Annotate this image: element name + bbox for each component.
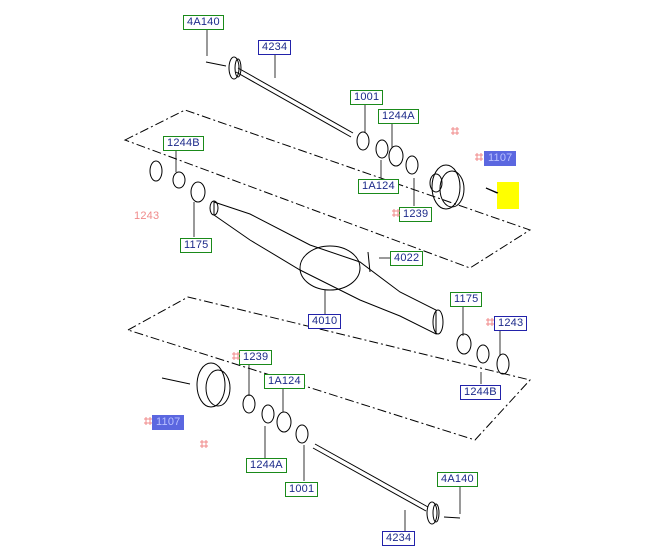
callout-1243-bot[interactable]: 1243 [494,316,528,331]
faint-part-mark-7 [200,440,208,448]
faint-part-mark-5 [232,352,240,360]
top-axle-shaft [205,56,354,138]
callout-1244b-top[interactable]: 1244B [163,136,204,151]
callout-1175-top[interactable]: 1175 [180,238,213,253]
callout-1a124-bot[interactable]: 1A124 [264,374,305,389]
callout-1239-bot[interactable]: 1239 [239,350,273,365]
callout-1239-top[interactable]: 1239 [399,207,433,222]
callout-1107-bot[interactable]: 1107 [152,415,185,430]
callout-4a140-bot[interactable]: 4A140 [437,472,478,487]
callout-1107-top[interactable]: 1107 [484,151,517,166]
callout-4a140-top[interactable]: 4A140 [183,15,224,30]
bottom-hub-group [161,362,309,444]
faint-part-mark-2 [475,153,483,161]
faint-part-mark-4 [486,318,494,326]
upper-assembly-boundary [123,109,532,269]
callout-4234-bot[interactable]: 4234 [382,531,416,546]
faint-part-mark-1 [451,127,459,135]
callout-1244a-bot[interactable]: 1244A [246,458,287,473]
callout-4010[interactable]: 4010 [308,314,342,329]
callout-1244b-bot[interactable]: 1244B [460,385,501,400]
bottom-axle-shaft [312,443,461,525]
top-hub-group [356,131,498,210]
faint-part-mark-3 [392,209,400,217]
leader-lines [175,27,501,531]
top-left-seals [149,160,206,203]
callout-1a124-top[interactable]: 1A124 [358,179,399,194]
bottom-right-seals [456,333,510,375]
axle-housing [209,200,444,335]
faint-part-mark-6 [144,417,152,425]
lower-assembly-boundary [126,296,531,441]
highlight-marker [497,182,519,209]
callout-1001-top[interactable]: 1001 [350,90,384,105]
callout-1175-bot[interactable]: 1175 [450,292,483,307]
callout-1001-bot[interactable]: 1001 [285,482,319,497]
callout-4234-top[interactable]: 4234 [258,40,292,55]
callout-1243-top[interactable]: 1243 [134,210,160,222]
callout-1244a-top[interactable]: 1244A [378,109,419,124]
callout-4022[interactable]: 4022 [390,251,424,266]
